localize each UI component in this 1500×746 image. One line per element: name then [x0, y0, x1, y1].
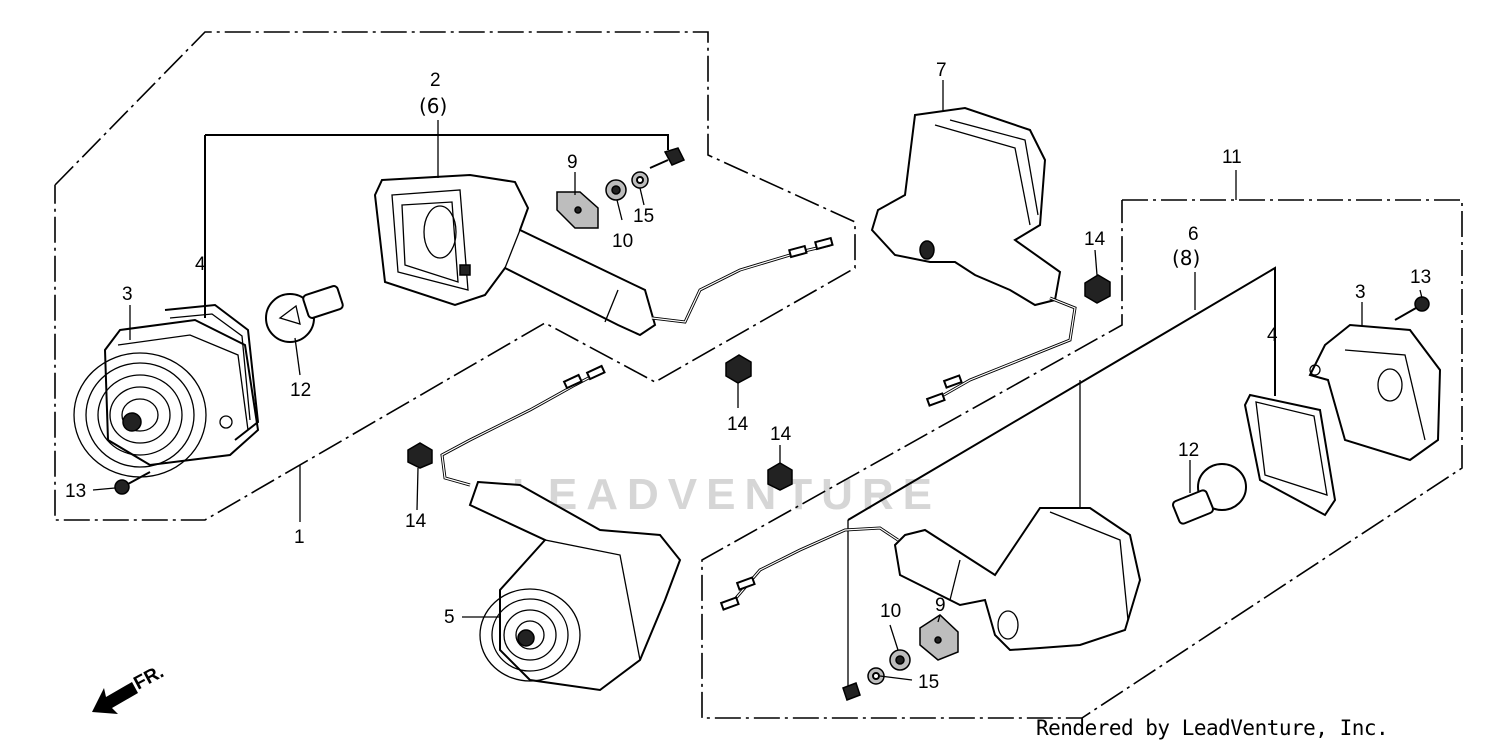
callout-14-c: 14: [770, 424, 792, 445]
callout-5: 5: [444, 607, 455, 628]
assembly-1-outline: [54, 31, 856, 522]
callout-6-paren-top: (6): [419, 94, 447, 118]
assembly-11-outline: [701, 170, 1463, 719]
housing-part-2: [373, 173, 657, 337]
front-arrow-icon: [92, 682, 138, 714]
callout-2: 2: [430, 70, 441, 91]
gasket-part-4-left: [164, 303, 260, 441]
lens-part-3-left: [73, 318, 260, 478]
callout-8-paren: (8): [1172, 246, 1200, 270]
callout-6: 6: [1188, 224, 1199, 245]
callout-10-top: 10: [612, 231, 633, 252]
assembly-6-outline: [847, 266, 1276, 690]
nuts-part-14: [407, 274, 1111, 491]
wire-part-5: [440, 364, 606, 487]
leader-lines: [92, 80, 1423, 681]
lens-part-3-right: [1308, 323, 1442, 462]
callout-3-right: 3: [1355, 282, 1366, 303]
callout-1: 1: [294, 527, 305, 548]
housing-part-7: [870, 106, 1062, 307]
callout-12-left: 12: [290, 380, 311, 401]
callout-12-right: 12: [1178, 440, 1199, 461]
lens-part-5: [468, 480, 682, 692]
callout-4-right: 4: [1267, 325, 1278, 346]
callout-10-bottom: 10: [880, 601, 901, 622]
callout-9-bottom: 9: [935, 595, 946, 616]
callout-14-d: 14: [405, 511, 427, 532]
callout-7: 7: [936, 60, 947, 81]
callout-15-top: 15: [633, 206, 654, 227]
callout-13-left: 13: [65, 481, 86, 502]
callout-13-right: 13: [1410, 267, 1431, 288]
screw-part-13-right: [1394, 296, 1430, 321]
wire-housing-2: [651, 236, 834, 324]
hardware-upper: [556, 147, 686, 229]
callouts: 1 2 (6) 3 3 4 4 5 6 (8) 7 9 9 10 10 11 1…: [65, 60, 1431, 693]
callout-9-top: 9: [567, 152, 578, 173]
wire-housing-7: [925, 296, 1077, 407]
callout-4-left: 4: [195, 254, 206, 275]
bulb-part-12-left: [265, 285, 344, 343]
wire-housing-6: [719, 526, 899, 611]
bulb-part-12-right: [1172, 463, 1247, 525]
callout-3-left: 3: [122, 284, 133, 305]
front-direction-indicator: FR.: [92, 662, 167, 714]
screw-part-13-left: [114, 471, 151, 495]
callout-14-a: 14: [1084, 229, 1106, 250]
housing-part-6: [893, 507, 1142, 652]
credit-text: Rendered by LeadVenture, Inc.: [1036, 716, 1389, 740]
gasket-part-4-right: [1243, 393, 1337, 517]
callout-11: 11: [1222, 147, 1242, 168]
callout-14-b: 14: [727, 414, 749, 435]
hardware-lower: [842, 614, 959, 701]
callout-15-bottom: 15: [918, 672, 939, 693]
